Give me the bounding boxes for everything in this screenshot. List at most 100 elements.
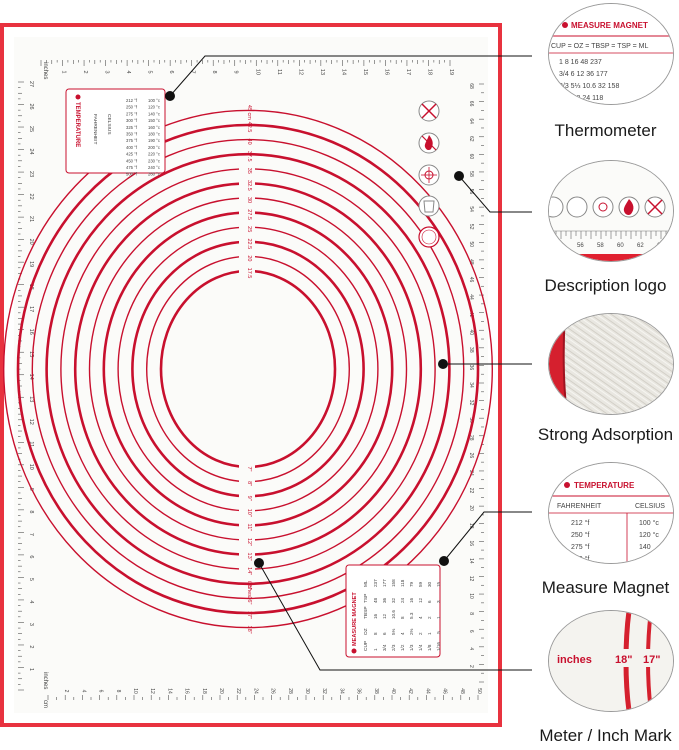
description-logo-icons xyxy=(418,100,440,248)
circle-cm-label: 37.5 xyxy=(246,151,252,162)
left-inch-tick-label: 16 xyxy=(28,329,34,335)
temperature-row-c: 120 °c xyxy=(148,105,160,110)
svg-text:CUP = OZ = TBSP = TSP = ML: CUP = OZ = TBSP = TSP = ML xyxy=(551,43,649,50)
measure-cell: 4 xyxy=(418,616,423,619)
measure-cell: 36 xyxy=(382,597,387,603)
left-inch-tick-label: 23 xyxy=(28,171,34,177)
left-inch-tick-label: 11 xyxy=(28,441,34,447)
top-inch-tick-label: 1 xyxy=(61,70,67,73)
measure-cell: 16 xyxy=(409,597,414,603)
caption-strong-adsorption: Strong Adsorption xyxy=(537,425,674,444)
callout-dot-thermometer xyxy=(165,91,175,101)
left-inch-tick-label: 8 xyxy=(28,510,34,513)
bottom-cm-tick-label: 16 xyxy=(184,688,190,694)
right-cm-tick-label: 18 xyxy=(468,523,474,529)
callout-adsorption-zoom xyxy=(548,313,674,415)
caption-meter-inch-mark: Meter / Inch Mark xyxy=(539,726,672,745)
measure-cell: .5 xyxy=(436,631,441,635)
measure-header: TBSP xyxy=(363,606,369,619)
left-inch-tick-label: 7 xyxy=(28,533,34,536)
circle-label-gap-bottom xyxy=(239,448,255,578)
bottom-cm-tick-label: 26 xyxy=(270,688,276,694)
measure-cell: 59 xyxy=(418,581,423,587)
right-cm-tick-label: 30 xyxy=(468,417,474,423)
svg-text:17": 17" xyxy=(643,654,660,666)
top-inch-tick-label: 16 xyxy=(383,69,389,75)
temperature-row-f: 275 °f xyxy=(126,111,138,116)
measure-header: ML xyxy=(363,580,369,587)
circle-cm-label: 30 xyxy=(246,197,252,203)
circle-cm-label: 45 cm xyxy=(246,105,252,120)
temperature-row-f: 375 °f xyxy=(126,138,138,143)
measure-cell: 48 xyxy=(373,597,378,603)
callout-measure-magnet-zoom: TEMPERATURE FAHRENHEIT CELSIUS 212 °f 10… xyxy=(548,462,674,564)
bottom-cm-tick-label: 12 xyxy=(149,688,155,694)
measure-cell: 8 xyxy=(400,616,405,619)
measure-cell: 1/3 xyxy=(409,644,414,651)
circle-inch-label: 12" xyxy=(246,538,252,546)
measure-cell: 3/4 xyxy=(382,644,387,651)
measure-table-frame xyxy=(345,564,441,658)
bottom-cm-label: cm xyxy=(42,700,48,708)
circle-inch-label: 11" xyxy=(246,524,252,532)
svg-text:250 °f: 250 °f xyxy=(571,531,589,539)
measure-cell: 158 xyxy=(391,579,396,587)
temperature-row-c: 180 °c xyxy=(148,132,160,137)
right-cm-tick-label: 50 xyxy=(468,242,474,248)
food-grade-icon xyxy=(418,195,440,217)
svg-text:MEASURE MAGNET: MEASURE MAGNET xyxy=(571,21,648,30)
left-inch-tick-label: 26 xyxy=(28,103,34,109)
no-knife-icon xyxy=(418,100,440,122)
circle-cm-label: 40 xyxy=(246,139,252,145)
callout-lines xyxy=(169,55,532,671)
circle-cm-label: 27.5 xyxy=(246,209,252,220)
left-inch-tick-label: 2 xyxy=(28,645,34,648)
temperature-row-f: 425 °f xyxy=(126,152,138,157)
svg-text:212 °f: 212 °f xyxy=(571,519,589,527)
measure-cell: 1/4 xyxy=(418,644,423,651)
callout-dot-logo xyxy=(454,171,464,181)
bottom-cm-tick-label: 20 xyxy=(218,688,224,694)
left-inch-tick-label: 6 xyxy=(28,555,34,558)
measure-cell: 2 xyxy=(427,616,432,619)
circle-inch-label: 8" xyxy=(246,481,252,486)
callout-dot-magnet xyxy=(439,556,449,566)
bottom-cm-tick-label: 44 xyxy=(424,688,430,694)
measure-cell: 24 xyxy=(400,597,405,603)
right-cm-tick-label: 62 xyxy=(468,136,474,142)
left-inch-tick-label: 19 xyxy=(28,261,34,267)
measure-cell: 5.3 xyxy=(409,612,414,619)
left-inch-tick-label: 12 xyxy=(28,419,34,425)
bottom-cm-tick-label: 40 xyxy=(390,688,396,694)
temperature-row-c: 190 °c xyxy=(148,138,160,143)
callout-dot-adsorption xyxy=(438,359,448,369)
measure-cell: 79 xyxy=(409,581,414,587)
temperature-row-f: 250 °f xyxy=(126,105,138,110)
temperature-title: TEMPERATURE xyxy=(74,102,80,147)
circle-inch-label: 7" xyxy=(246,466,252,471)
svg-text:140: 140 xyxy=(639,544,651,551)
circle-label-gap-top xyxy=(239,164,255,316)
temperature-row-f: 325 °f xyxy=(126,125,138,130)
no-fire-icon xyxy=(418,132,440,154)
measure-cell: 1/8 xyxy=(427,644,432,651)
measure-cell: 8 xyxy=(373,632,378,635)
measure-cell: 16 xyxy=(373,613,378,619)
svg-text:275 °f: 275 °f xyxy=(571,543,589,551)
temperature-row-c: 230 °c xyxy=(148,158,160,163)
left-inch-tick-label: 1 xyxy=(28,668,34,671)
temperature-row-c: 200 °c xyxy=(148,145,160,150)
left-inch-tick-label: 4 xyxy=(28,600,34,603)
svg-text:1 8 16 48 237: 1 8 16 48 237 xyxy=(559,59,602,66)
right-cm-tick-label: 32 xyxy=(468,400,474,406)
right-cm-tick-label: 56 xyxy=(468,189,474,195)
right-cm-tick-label: 58 xyxy=(468,171,474,177)
svg-text:120 °c: 120 °c xyxy=(639,531,659,539)
temperature-header: CELSIUS xyxy=(106,114,112,135)
measure-header: OZ xyxy=(363,628,369,635)
circle-cm-label: 32.5 xyxy=(246,180,252,191)
left-inch-tick-label: 24 xyxy=(28,148,34,154)
callout-description-logo-zoom: 54 56 58 60 62 64 xyxy=(548,160,674,262)
measure-cell: 1 xyxy=(436,616,441,619)
